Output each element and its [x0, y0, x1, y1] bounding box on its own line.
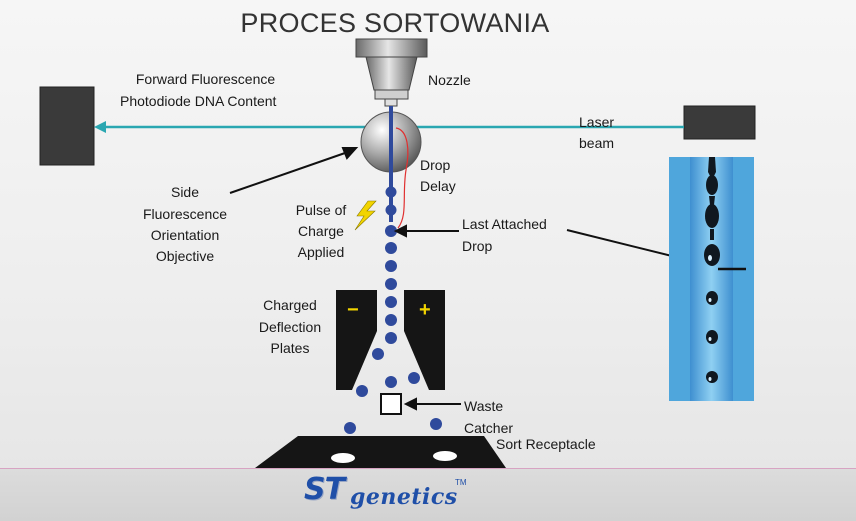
drop [372, 348, 384, 360]
side-fluorescence-label-line2: Fluorescence [142, 206, 228, 222]
photo-drop-arrow [566, 229, 681, 259]
drop-delay-bracket [395, 127, 409, 229]
side-fluorescence-arrow [229, 152, 346, 194]
nozzle-top [355, 38, 428, 58]
laser-source [683, 105, 756, 140]
side-fluorescence-label-line4: Objective [155, 248, 215, 264]
nozzle-label: Nozzle [428, 72, 471, 88]
nozzle-tip [374, 89, 409, 100]
drop [430, 418, 442, 430]
negative-sign: − [347, 299, 359, 321]
last-attached-drop-label-line2: Drop [462, 238, 493, 254]
photo-free-drop [706, 291, 718, 305]
drop [385, 278, 397, 290]
photo-free-drop [706, 371, 718, 383]
photo-drop-highlight [708, 377, 712, 381]
drop-delay-label-line1: Drop [420, 157, 451, 173]
last-attached-drop-arrowhead [393, 224, 407, 238]
logo-genetics-wordmark: genetics [350, 484, 458, 510]
attached-drops [385, 186, 397, 344]
footer-band [0, 468, 856, 521]
side-fluorescence-label-line1: Side [170, 184, 200, 200]
waste-catcher-arrowhead [403, 397, 417, 411]
drop [385, 296, 397, 308]
pulse-of-charge-label-line3: Applied [297, 244, 345, 260]
footer-divider [0, 468, 856, 469]
waste-catcher-label-line2: Catcher [464, 420, 514, 436]
sort-receptacle-label: Sort Receptacle [496, 436, 596, 452]
sort-receptacle [255, 436, 506, 468]
photo-drop-highlight [708, 298, 712, 302]
stgenetics-logo: ST genetics TM [300, 472, 470, 520]
lightning-bolt-icon [354, 200, 377, 231]
photo-forming-drop [705, 204, 719, 228]
nozzle-body [365, 56, 418, 91]
photo-drop-highlight [708, 337, 712, 341]
charged-plates-label-line3: Plates [270, 340, 310, 356]
photo-forming-drop [706, 175, 718, 195]
drop [385, 314, 397, 326]
drop [385, 204, 397, 216]
deflected-drops [344, 348, 442, 434]
right-collection-tube [433, 451, 457, 461]
charged-plates-label-line1: Charged [263, 297, 317, 313]
photo-stream-neck [710, 229, 714, 240]
last-attached-drop [385, 225, 397, 237]
drop [385, 376, 397, 388]
side-fluorescence-label-line3: Orientation [150, 227, 220, 243]
photo-stream-neck [709, 196, 715, 205]
logo-st-mark: ST [304, 472, 345, 507]
positive-sign: + [419, 299, 431, 321]
nozzle-orifice [384, 98, 398, 107]
droplet-photo [669, 157, 754, 401]
waste-catcher [380, 393, 402, 415]
pulse-of-charge-label-line1: Pulse of [295, 202, 347, 218]
forward-fluorescence-label-line1: Forward Fluorescence [135, 71, 276, 87]
photo-free-drop [706, 330, 718, 344]
drop [385, 242, 397, 254]
photo-stream-neck [708, 157, 716, 180]
charged-plates-label-line2: Deflection [258, 319, 322, 335]
forward-fluorescence-label-line2: Photodiode DNA Content [120, 93, 277, 109]
slide-title: PROCES SORTOWANIA [240, 8, 550, 38]
waste-catcher-label-line1: Waste [464, 398, 504, 414]
last-attached-drop-label-line1: Last Attached [462, 216, 547, 232]
photodiode-detector [39, 86, 95, 166]
negative-deflection-plate [336, 290, 377, 390]
drop [385, 260, 397, 272]
drop [385, 332, 397, 344]
logo-trademark: TM [455, 478, 467, 487]
side-fluorescence-arrowhead [341, 147, 359, 160]
laser-beam-label-line2: beam [579, 135, 615, 151]
drop [385, 186, 397, 198]
positive-deflection-plate [404, 290, 445, 390]
photo-drop-highlight [708, 255, 712, 261]
left-collection-tube [331, 453, 355, 463]
drop-delay-label-line2: Delay [420, 178, 456, 194]
drop [356, 385, 368, 397]
laser-beam-label-line1: Laser [579, 114, 615, 130]
pulse-of-charge-label-line2: Charge [298, 223, 344, 239]
photo-last-attached-drop [704, 244, 720, 266]
drop [408, 372, 420, 384]
drop [344, 422, 356, 434]
laser-beam-arrowhead [94, 121, 106, 133]
